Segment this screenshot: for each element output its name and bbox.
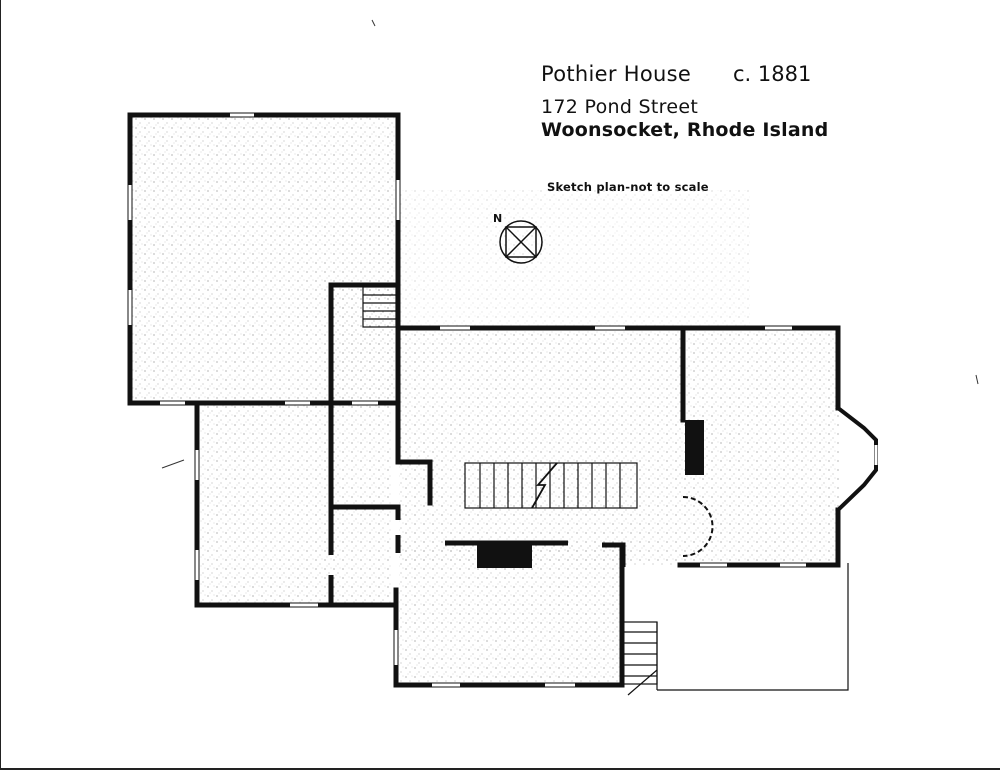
chimney-east: [685, 420, 704, 475]
small-stair: [362, 286, 397, 328]
construction-date: c. 1881: [733, 62, 812, 86]
main-stair: [464, 462, 638, 509]
compass-north-label: N: [493, 212, 503, 225]
door-swing: [682, 496, 714, 557]
scale-note: Sketch plan-not to scale: [547, 180, 709, 194]
street-address: 172 Pond Street: [541, 96, 699, 118]
windows: [128, 113, 878, 687]
interior-stipple: [130, 115, 839, 685]
city-state: Woonsocket, Rhode Island: [541, 119, 829, 141]
porch-outline: [657, 563, 849, 691]
house-name: Pothier House: [541, 62, 692, 86]
chimney-central: [477, 543, 532, 568]
porch-steps: [621, 621, 658, 696]
scan-marks: [161, 19, 979, 469]
north-compass-icon: [499, 220, 543, 264]
